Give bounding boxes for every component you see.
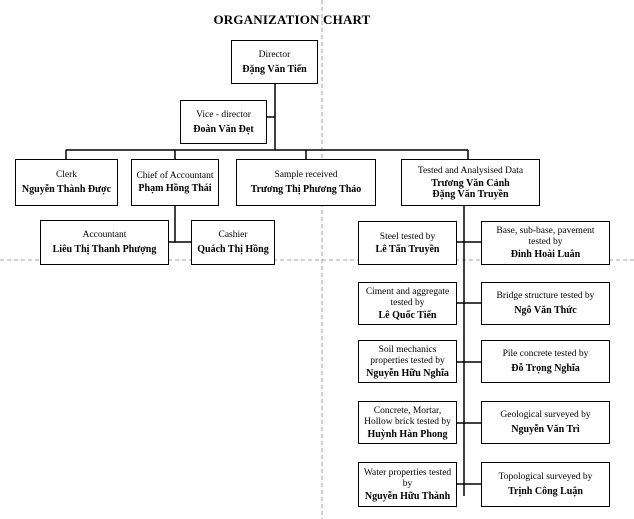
unit-geological-box: Geological surveyed by Nguyễn Văn Trì	[481, 401, 610, 444]
vice-director-role: Vice - director	[196, 109, 251, 120]
cashier-box: Cashier Quách Thị Hồng	[191, 220, 275, 265]
unit-name: Nguyễn Văn Trì	[511, 424, 580, 435]
tested-data-box: Tested and Analysised Data Trương Văn Cả…	[401, 159, 540, 206]
sample-received-role: Sample received	[274, 170, 338, 180]
unit-role: Geological surveyed by	[500, 410, 591, 420]
unit-name: Nguyễn Hữu Nghĩa	[366, 367, 449, 379]
unit-name: Nguyễn Hữu Thành	[364, 490, 451, 502]
director-role: Director	[258, 49, 291, 60]
clerk-name: Nguyễn Thành Được	[21, 184, 112, 195]
unit-concrete-box: Concrete, Mortar, Hollow brick tested by…	[358, 401, 457, 444]
unit-name: Trịnh Công Luận	[508, 486, 583, 497]
unit-name: Lê Quốc Tiến	[378, 309, 437, 321]
unit-role: Topological surveyed by	[498, 472, 593, 482]
unit-name: Lê Tấn Truyền	[375, 243, 440, 255]
director-box: Director Đặng Văn Tiến	[231, 40, 318, 84]
tested-data-name-2: Đặng Văn Truyền	[432, 188, 509, 200]
accountant-role: Accountant	[82, 230, 127, 240]
sample-received-box: Sample received Trương Thị Phương Thảo	[236, 159, 376, 206]
clerk-box: Clerk Nguyễn Thành Được	[15, 159, 118, 206]
chief-accountant-role: Chief of Accountant	[136, 171, 214, 181]
cashier-name: Quách Thị Hồng	[197, 244, 269, 255]
unit-role: Concrete, Mortar, Hollow brick tested by	[364, 405, 451, 427]
director-name: Đặng Văn Tiến	[242, 63, 307, 75]
unit-bridge-box: Bridge structure tested by Ngô Văn Thức	[481, 282, 610, 325]
clerk-role: Clerk	[55, 170, 78, 180]
cashier-role: Cashier	[218, 230, 248, 240]
vice-director-name: Đoàn Văn Đẹt	[193, 123, 254, 135]
accountant-name: Liêu Thị Thanh Phượng	[52, 244, 157, 255]
unit-soil-box: Soil mechanics properties tested by Nguy…	[358, 340, 457, 383]
unit-pile-box: Pile concrete tested by Đỗ Trọng Nghĩa	[481, 340, 610, 383]
unit-role: Water properties tested by	[363, 467, 452, 489]
unit-name: Ngô Văn Thức	[514, 305, 577, 316]
unit-steel-box: Steel tested by Lê Tấn Truyền	[358, 221, 457, 265]
chart-title: ORGANIZATION CHART	[213, 12, 371, 27]
sample-received-name: Trương Thị Phương Thảo	[250, 184, 362, 195]
unit-topological-box: Topological surveyed by Trịnh Công Luận	[481, 462, 610, 507]
unit-role: Ciment and aggregate tested by	[365, 286, 450, 308]
chief-accountant-box: Chief of Accountant Phạm Hồng Thái	[131, 159, 219, 206]
tested-data-role: Tested and Analysised Data	[417, 165, 524, 176]
unit-name: Đỗ Trọng Nghĩa	[511, 363, 580, 374]
unit-role: Pile concrete tested by	[502, 349, 589, 359]
chief-accountant-name: Phạm Hồng Thái	[138, 183, 212, 194]
unit-role: Base, sub-base, pavement tested by	[496, 226, 595, 247]
vice-director-box: Vice - director Đoàn Văn Đẹt	[180, 100, 267, 144]
unit-base-box: Base, sub-base, pavement tested by Đinh …	[481, 221, 610, 265]
unit-role: Soil mechanics properties tested by	[370, 344, 445, 366]
unit-role: Steel tested by	[379, 231, 436, 242]
accountant-box: Accountant Liêu Thị Thanh Phượng	[40, 220, 169, 265]
unit-role: Bridge structure tested by	[496, 291, 595, 301]
unit-name: Huỳnh Hàn Phong	[367, 428, 448, 440]
unit-water-box: Water properties tested by Nguyễn Hữu Th…	[358, 462, 457, 507]
unit-ciment-box: Ciment and aggregate tested by Lê Quốc T…	[358, 282, 457, 325]
unit-name: Đinh Hoài Luân	[510, 249, 581, 260]
tested-data-name-1: Trương Văn Cảnh	[431, 177, 510, 189]
